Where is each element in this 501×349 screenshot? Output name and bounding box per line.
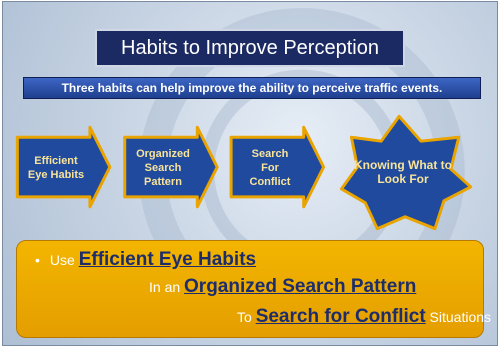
summary-line-3: To Search for Conflict Situations	[237, 306, 492, 327]
emphasis-search-for-conflict: Search for Conflict	[255, 306, 426, 327]
flow-starburst-knowing-what-to-look-for	[339, 114, 473, 231]
bullet: •	[35, 252, 40, 268]
slide-title: Habits to Improve Perception	[95, 29, 405, 67]
slide-subtitle: Three habits can help improve the abilit…	[23, 77, 481, 99]
emphasis-efficient-eye-habits: Efficient Eye Habits	[78, 249, 257, 270]
habit-flow-diagram	[15, 114, 473, 231]
flow-arrow-organized-search-pattern	[123, 125, 219, 209]
summary-line-2: In an Organized Search Pattern	[149, 276, 417, 297]
summary-box: •Use Efficient Eye Habits In an Organize…	[16, 240, 491, 338]
emphasis-organized-search-pattern: Organized Search Pattern	[184, 276, 417, 297]
flow-arrow-efficient-eye-habits	[15, 125, 112, 209]
flow-arrow-search-for-conflict	[229, 125, 326, 209]
summary-line-1: •Use Efficient Eye Habits	[35, 249, 257, 270]
slide: Habits to Improve Perception Three habit…	[2, 1, 498, 346]
